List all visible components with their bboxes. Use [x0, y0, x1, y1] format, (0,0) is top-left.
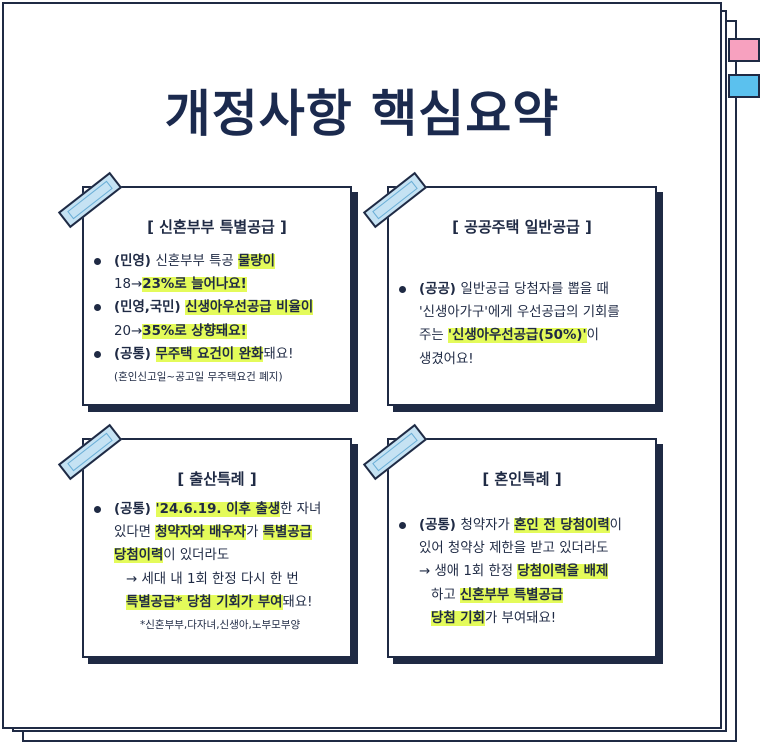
highlight-text: 신생아우선공급 비율이 [185, 300, 314, 316]
card-body: (민영) 신혼부부 특공 물량이 18→23%로 늘어나요! (민영,국민) 신… [94, 250, 314, 388]
bullet-dot-icon [94, 350, 101, 358]
list-item-continued: 20→35%로 상향돼요! [94, 320, 313, 343]
list-item: (공통) '24.6.19. 이후 출생한 자녀 [94, 498, 321, 521]
list-item-continued: 있어 청약상 제한을 받고 있더라도 [419, 541, 609, 557]
text: 청약자가 [460, 518, 515, 533]
text: 18→ [114, 277, 143, 293]
category-label: (공통) [419, 518, 461, 533]
bullet-dot-icon [94, 258, 101, 265]
text: 한 자녀 [280, 502, 322, 517]
list-item-continued: 하고 신혼부부 특별공급 [399, 584, 622, 607]
text: 이 [609, 518, 622, 533]
category-label: (공통) [114, 346, 156, 362]
card-body: (공통) 청약자가 혼인 전 당첨이력이 있어 청약상 제한을 받고 있더라도 … [399, 514, 622, 630]
bullet-dot-icon [399, 286, 406, 293]
list-item-continued: → 세대 내 1회 한정 다시 한 번 [126, 571, 299, 587]
highlight-text: 무주택 요건이 완화 [155, 346, 264, 362]
list-item-continued: '신생아가구'에게 우선공급의 기회를 [419, 305, 620, 321]
list-item-continued: 당첨이력이 있더라도 [94, 544, 321, 567]
list-item-continued: 당첨 기회가 부여돼요! [399, 607, 622, 630]
card-body: (공공) 일반공급 당첨자를 뽑을 때 '신생아가구'에게 우선공급의 기회를 … [399, 278, 620, 371]
list-item: (민영,국민) 신생아우선공급 비율이 [94, 296, 314, 319]
text: 주는 [419, 328, 448, 344]
category-label: (민영) [114, 254, 156, 269]
list-item-continued: 18→23%로 늘어나요! [94, 273, 313, 296]
card-title: [ 신혼부부 특별공급 ] [147, 218, 287, 236]
card-title: [ 혼인특례 ] [482, 470, 562, 488]
highlight-text: 특별공급* 당첨 기회가 부여 [126, 594, 283, 610]
highlight-text: 23%로 늘어나요! [142, 277, 247, 293]
folder-tab-blue [728, 74, 760, 98]
text: 가 부여돼요! [484, 610, 557, 626]
page-title: 개정사항 핵심요약 [164, 85, 560, 143]
list-item: (공통) 청약자가 혼인 전 당첨이력이 [399, 514, 622, 537]
category-label: (공공) [419, 282, 461, 297]
list-item-continued: 특별공급* 당첨 기회가 부여돼요! [94, 591, 321, 614]
text: 있다면 [114, 525, 156, 541]
text: 이 [586, 328, 599, 344]
highlight-text: '24.6.19. 이후 출생 [155, 502, 281, 517]
text: 돼요! [263, 346, 294, 362]
text: 가 [246, 525, 263, 541]
text: 일반공급 당첨자를 뽑을 때 [460, 282, 609, 297]
category-label: (민영,국민) [114, 300, 186, 316]
highlight-text: 신혼부부 특별공급 [459, 587, 564, 603]
list-item: (공공) 일반공급 당첨자를 뽑을 때 [399, 278, 620, 301]
highlight-text: 당첨이력을 배제 [517, 564, 609, 580]
card-public-housing-general-supply: [ 공공주택 일반공급 ] (공공) 일반공급 당첨자를 뽑을 때 '신생아가구… [387, 186, 657, 406]
footnote: (혼인신고일~공고일 무주택요건 폐지) [114, 371, 283, 384]
text: → 생애 1회 한정 [419, 564, 518, 580]
highlight-text: 특별공급 [262, 525, 312, 541]
text: 이 있더라도 [163, 548, 230, 564]
card-marriage-special-case: [ 혼인특례 ] (공통) 청약자가 혼인 전 당첨이력이 있어 청약상 제한을… [387, 438, 657, 658]
highlight-text: 청약자와 배우자 [155, 525, 247, 541]
text: 돼요! [282, 594, 313, 610]
text: 신혼부부 특공 [155, 254, 238, 269]
highlight-text: 혼인 전 당첨이력 [514, 518, 610, 533]
bullet-dot-icon [94, 304, 101, 312]
list-item-continued: → 생애 1회 한정 당첨이력을 배제 [399, 560, 622, 583]
card-birth-special-case: [ 출산특례 ] (공통) '24.6.19. 이후 출생한 자녀 있다면 청약… [82, 438, 352, 658]
bullet-dot-icon [94, 506, 101, 513]
footnote: *신혼부부,다자녀,신생아,노부모부양 [140, 619, 301, 632]
list-item-continued: 주는 '신생아우선공급(50%)'이 [399, 324, 620, 347]
list-item: (민영) 신혼부부 특공 물량이 [94, 250, 313, 273]
card-title: [ 공공주택 일반공급 ] [452, 218, 592, 236]
highlight-text: '신생아우선공급(50%)' [447, 328, 587, 344]
folder-tab-pink [728, 38, 760, 62]
highlight-text: 당첨 기회 [431, 610, 485, 626]
text: 20→ [114, 323, 143, 339]
text: 하고 [431, 587, 460, 603]
list-item-continued: 있다면 청약자와 배우자가 특별공급 [94, 521, 321, 544]
list-item-continued: 생겼어요! [419, 351, 474, 367]
highlight-text: 35%로 상향돼요! [142, 323, 247, 339]
card-body: (공통) '24.6.19. 이후 출생한 자녀 있다면 청약자와 배우자가 특… [94, 498, 321, 636]
list-item: (공통) 무주택 요건이 완화돼요! [94, 343, 313, 366]
card-title: [ 출산특례 ] [177, 470, 257, 488]
highlight-text: 물량이 [237, 254, 275, 269]
card-newlywed-special-supply: [ 신혼부부 특별공급 ] (민영) 신혼부부 특공 물량이 18→23%로 늘… [82, 186, 352, 406]
highlight-text: 당첨이력 [114, 548, 164, 564]
category-label: (공통) [114, 502, 156, 517]
bullet-dot-icon [399, 522, 406, 529]
